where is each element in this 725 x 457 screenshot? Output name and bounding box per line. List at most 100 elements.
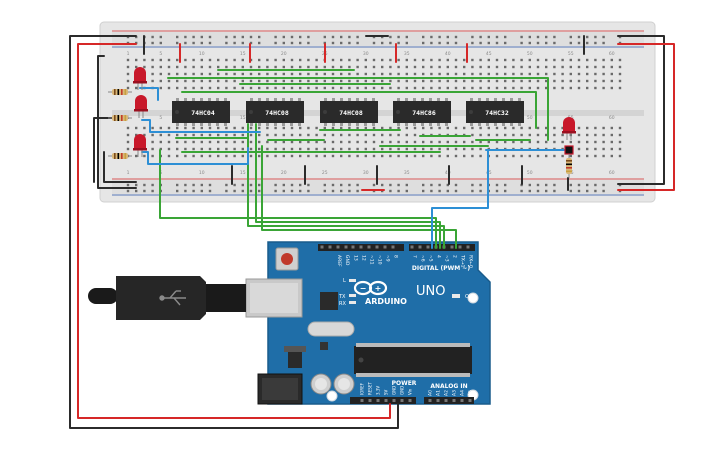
analog-pin-label: A3	[452, 390, 458, 396]
breadboard-hole	[372, 58, 376, 62]
breadboard-hole	[602, 58, 605, 62]
rail-hole	[397, 189, 400, 193]
digital-pin[interactable]	[359, 245, 363, 249]
breadboard-hole	[274, 126, 277, 130]
breadboard-hole	[569, 65, 572, 69]
breadboard-hole	[307, 58, 310, 62]
breadboard-hole	[356, 65, 359, 69]
breadboard-hole	[159, 72, 162, 76]
rail-hole	[331, 183, 335, 187]
power-pin[interactable]	[392, 399, 396, 402]
analog-pin[interactable]	[452, 399, 456, 402]
breadboard-hole	[249, 86, 253, 90]
breadboard-hole	[340, 133, 343, 137]
breadboard-hole	[454, 140, 458, 144]
breadboard-hole	[282, 58, 285, 62]
header-pin[interactable]	[336, 245, 340, 249]
power-pin[interactable]	[360, 399, 364, 402]
analog-pin[interactable]	[428, 399, 432, 402]
breadboard-hole	[176, 140, 179, 144]
digital-pin[interactable]	[375, 245, 379, 249]
analog-pin[interactable]	[468, 399, 472, 402]
atmega328-chip	[354, 346, 472, 374]
breadboard-hole	[184, 133, 187, 137]
analog-pin[interactable]	[444, 399, 448, 402]
rail-hole	[225, 35, 228, 39]
digital-pin[interactable]	[426, 245, 430, 249]
rail-hole	[200, 183, 203, 187]
breadboard-hole	[307, 133, 310, 137]
analog-pin[interactable]	[460, 399, 464, 402]
digital-header-label: DIGITAL (PWM ~)	[412, 265, 470, 272]
header-pin[interactable]	[320, 245, 324, 249]
breadboard-hole	[471, 58, 474, 62]
header-pin[interactable]	[328, 245, 332, 249]
breadboard-hole	[315, 126, 318, 130]
breadboard-hole	[200, 72, 203, 76]
breadboard-hole	[340, 86, 343, 90]
digital-pin[interactable]	[383, 245, 387, 249]
breadboard-hole	[364, 126, 367, 130]
rail-hole	[405, 41, 408, 45]
rail-hole	[225, 189, 228, 193]
wire-rail-bridge-red	[617, 43, 675, 191]
breadboard-hole	[479, 126, 482, 130]
breadboard-hole	[471, 86, 474, 90]
breadboard-hole	[233, 79, 236, 83]
rail-hole	[249, 189, 253, 193]
breadboard-hole	[561, 154, 564, 158]
breadboard-hole	[167, 86, 171, 90]
digital-pin[interactable]	[418, 245, 422, 249]
breadboard-hole	[176, 72, 179, 76]
rail-hole	[569, 41, 572, 45]
reset-button-cap[interactable]	[281, 253, 293, 265]
breadboard-hole	[184, 126, 187, 130]
rail-hole	[340, 41, 343, 45]
ic-chip-body	[466, 101, 524, 123]
digital-pin[interactable]	[458, 245, 462, 249]
power-pin[interactable]	[376, 399, 380, 402]
rail-hole	[282, 189, 285, 193]
power-label: POWER	[392, 380, 417, 387]
breadboard-hole	[528, 79, 531, 83]
breadboard-hole	[225, 86, 228, 90]
breadboard-hole	[323, 147, 326, 151]
breadboard-hole	[184, 147, 187, 151]
breadboard-hole	[217, 126, 220, 130]
usb-cable-strain-relief	[88, 288, 118, 304]
breadboard-hole	[528, 133, 531, 137]
breadboard-hole	[561, 58, 564, 62]
digital-pin[interactable]	[391, 245, 395, 249]
breadboard-hole	[577, 58, 581, 62]
crystal-oscillator	[307, 321, 355, 337]
power-pin[interactable]	[384, 399, 388, 402]
rail-hole	[274, 41, 277, 45]
column-label: 50	[527, 170, 533, 176]
breadboard-hole	[479, 147, 482, 151]
header-pin[interactable]	[344, 245, 348, 249]
breadboard-hole	[569, 140, 572, 144]
rail-hole	[520, 41, 523, 45]
digital-pin[interactable]	[351, 245, 355, 249]
power-pin[interactable]	[368, 399, 372, 402]
breadboard-hole	[290, 65, 294, 69]
breadboard-hole	[561, 72, 564, 76]
breadboard-hole	[225, 79, 228, 83]
breadboard-hole	[545, 154, 548, 158]
power-pin[interactable]	[400, 399, 404, 402]
leds	[108, 67, 576, 178]
breadboard-hole	[126, 58, 130, 62]
power-pin[interactable]	[408, 399, 412, 402]
breadboard-hole	[528, 72, 531, 76]
digital-pin[interactable]	[410, 245, 414, 249]
breadboard-hole	[299, 140, 302, 144]
rail-hole	[233, 189, 236, 193]
breadboard-hole	[258, 154, 261, 158]
digital-pin[interactable]	[450, 245, 454, 249]
analog-pin[interactable]	[436, 399, 440, 402]
breadboard-hole	[463, 140, 466, 144]
digital-pin[interactable]	[367, 245, 371, 249]
digital-pin[interactable]	[466, 245, 470, 249]
breadboard-hole	[487, 58, 490, 62]
breadboard-hole	[405, 58, 408, 62]
